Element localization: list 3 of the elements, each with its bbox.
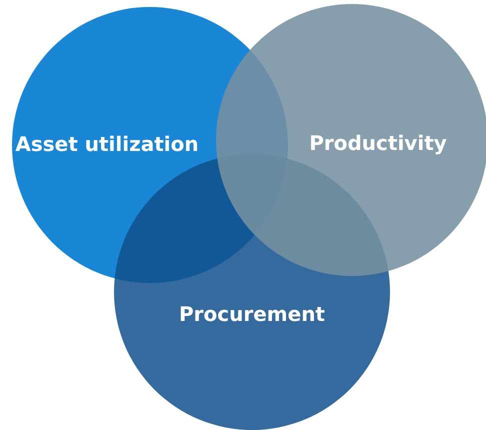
circle-label: Asset utilization: [15, 132, 199, 156]
circle-label: Procurement: [179, 302, 325, 326]
circle-label: Productivity: [309, 131, 447, 155]
